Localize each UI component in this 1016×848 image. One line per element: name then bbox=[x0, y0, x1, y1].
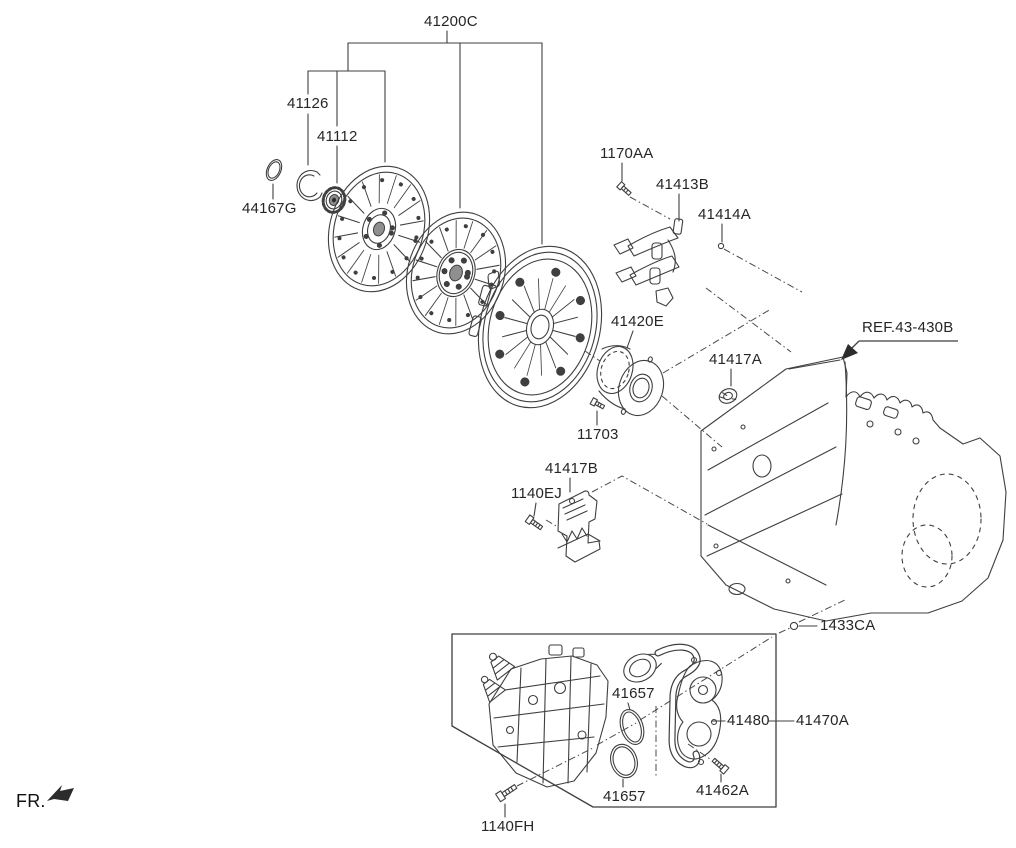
fr-arrow-icon bbox=[47, 785, 74, 801]
clutch-cover-drawing bbox=[454, 230, 619, 421]
ref-callout bbox=[841, 340, 958, 360]
bolt-1170aa-drawing bbox=[617, 182, 632, 197]
part-label-1140ej: 1140EJ bbox=[511, 485, 562, 502]
grommet-41417a-drawing bbox=[717, 386, 739, 405]
part-label-1170aa: 1170AA bbox=[600, 145, 654, 162]
snap-ring-drawing bbox=[263, 157, 284, 183]
ball-1433ca-drawing bbox=[790, 622, 797, 629]
part-label-41414a: 41414A bbox=[698, 206, 751, 223]
part-label-41657-lower: 41657 bbox=[603, 788, 646, 805]
mount-bracket-drawing bbox=[558, 491, 600, 562]
bolt-41462a-drawing bbox=[711, 757, 729, 774]
part-label-41112: 41112 bbox=[317, 128, 358, 145]
part-label-1140fh: 1140FH bbox=[481, 818, 535, 835]
bolt-11703-drawing bbox=[590, 398, 605, 411]
ball-41414a-drawing bbox=[718, 243, 723, 248]
part-label-41420e: 41420E bbox=[611, 313, 664, 330]
part-label-1433ca: 1433CA bbox=[820, 617, 876, 634]
part-label-41413b: 41413B bbox=[656, 176, 709, 193]
release-cover-drawing bbox=[619, 643, 722, 769]
bolt-1140fh-drawing bbox=[496, 783, 519, 802]
callout-bracket-lines bbox=[308, 31, 542, 244]
part-label-44167g: 44167G bbox=[242, 200, 297, 217]
oring-upper-drawing bbox=[616, 706, 648, 747]
release-fork-drawing bbox=[614, 219, 683, 306]
part-label-41126: 41126 bbox=[287, 95, 329, 112]
part-label-41657-upper: 41657 bbox=[612, 685, 655, 702]
part-label-11703: 11703 bbox=[577, 426, 619, 443]
clutch-disc-rear-drawing bbox=[391, 199, 521, 347]
clutch-disc-front-drawing bbox=[313, 153, 446, 305]
part-label-41417a: 41417A bbox=[709, 351, 762, 368]
front-direction-label: FR. bbox=[16, 791, 46, 811]
hub-drawing bbox=[320, 185, 348, 215]
assembly-box bbox=[451, 633, 777, 808]
part-label-41470a: 41470A bbox=[796, 712, 849, 729]
part-label-41417b: 41417B bbox=[545, 460, 598, 477]
oring-lower-drawing bbox=[606, 741, 641, 781]
bolt-1140ej-drawing bbox=[525, 515, 544, 531]
ref-label: REF.43-430B bbox=[862, 319, 954, 336]
part-label-41200c: 41200C bbox=[424, 13, 478, 30]
circlip-drawing bbox=[297, 171, 322, 201]
leader-lines bbox=[273, 163, 817, 817]
clutch-actuator-drawing bbox=[475, 645, 608, 787]
transaxle-drawing bbox=[701, 357, 1006, 621]
part-label-41480: 41480 bbox=[727, 712, 770, 729]
release-bearing-drawing bbox=[591, 342, 672, 424]
part-label-41462a: 41462A bbox=[696, 782, 749, 799]
assembly-axis-lines bbox=[516, 196, 848, 787]
